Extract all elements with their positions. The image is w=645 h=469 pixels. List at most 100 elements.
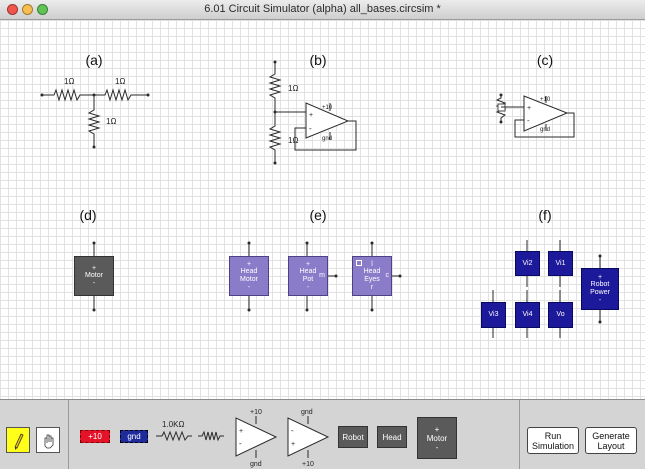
generate-layout-line2: Layout — [597, 440, 625, 451]
wire-a-vertical[interactable] — [87, 95, 101, 147]
window-title: 6.01 Circuit Simulator (alpha) all_bases… — [204, 3, 441, 15]
wires-layer: 1Ω 1Ω 1Ω 1Ω 1Ω +10 gnd + - +10 gnd + - — [40, 60, 602, 338]
head-pot-line2: Pot — [302, 276, 314, 283]
robot-part[interactable]: Robot — [338, 426, 368, 448]
resistor-b-bottom-label: 1Ω — [288, 136, 298, 145]
vo-block[interactable]: Vo — [548, 302, 573, 328]
opamp-b-minus: - — [309, 124, 312, 133]
toolbar-parts-art: 1.0KΩ +10 gnd + - gnd +10 - + — [156, 409, 330, 468]
section-d-label: (d) — [79, 207, 97, 223]
head-part[interactable]: Head — [377, 426, 407, 448]
section-a-label: (a) — [85, 52, 103, 68]
opamp1-top-label: +10 — [250, 409, 262, 416]
opamp-c-plus: + — [527, 105, 531, 112]
minimize-button[interactable] — [22, 4, 33, 15]
vi3-label: Vi3 — [488, 311, 499, 318]
head-eyes-bottom-label: r — [370, 284, 374, 291]
motor-part-plus: + — [434, 424, 440, 434]
circuit-canvas[interactable]: 1Ω 1Ω 1Ω 1Ω 1Ω +10 gnd + - +10 gnd + - (… — [0, 20, 645, 400]
opamp-b-top-label: +10 — [322, 105, 333, 111]
wire-b-bottom[interactable] — [268, 112, 282, 163]
resistor-a-down-label: 1Ω — [106, 117, 116, 126]
opamp2-plus: + — [291, 441, 295, 448]
section-f-label: (f) — [538, 207, 552, 223]
potentiometer-part[interactable] — [198, 430, 224, 442]
head-pot-line1: Head — [299, 268, 317, 275]
head-eyes-block[interactable]: l Head Eyes r c — [352, 256, 392, 296]
head-eyes-select-box[interactable] — [356, 260, 362, 266]
hand-icon — [44, 434, 54, 449]
robot-power-block[interactable]: + Robot Power - — [581, 268, 619, 310]
hand-tool-button[interactable] — [36, 427, 60, 453]
opamp-part-1[interactable] — [235, 417, 278, 457]
opamp-c-bottom-label: gnd — [540, 127, 550, 133]
wire-b-top[interactable] — [268, 62, 306, 113]
pencil-tool-button[interactable] — [6, 427, 30, 453]
vi2-block[interactable]: Vi2 — [515, 251, 540, 276]
pencil-icon — [14, 433, 24, 450]
opamp-b[interactable] — [305, 102, 350, 139]
head-pot-plus: + — [305, 261, 311, 268]
ground-label: gnd — [127, 432, 141, 441]
head-pot-minus: - — [306, 284, 310, 291]
opamp-c-minus: - — [527, 116, 530, 125]
generate-layout-line1: Generate — [592, 430, 630, 441]
head-motor-minus: - — [247, 284, 251, 291]
positive-supply-label: +10 — [88, 432, 102, 441]
head-motor-plus: + — [246, 261, 252, 268]
section-e-label: (e) — [309, 207, 327, 223]
head-part-label: Head — [382, 432, 402, 442]
positive-supply-part[interactable]: +10 — [80, 430, 110, 443]
vi4-label: Vi4 — [522, 311, 533, 318]
resistor-a-right-label: 1Ω — [115, 77, 125, 86]
head-eyes-line2: Eyes — [364, 276, 380, 283]
opamp-c-top-label: +10 — [540, 97, 551, 103]
opamp1-plus: + — [239, 428, 243, 435]
junction-dots — [40, 60, 602, 324]
section-b-label: (b) — [309, 52, 327, 68]
generate-layout-button[interactable]: Generate Layout — [585, 427, 637, 454]
parts-toolbar: +10 gnd 1.0KΩ +10 gnd + - gnd — [0, 400, 645, 469]
opamp1-bottom-label: gnd — [250, 461, 262, 468]
vi3-block[interactable]: Vi3 — [481, 302, 506, 328]
motor-part[interactable]: + Motor - — [417, 417, 457, 459]
ground-part[interactable]: gnd — [120, 430, 148, 443]
head-pot-block[interactable]: + Head Pot - m — [288, 256, 328, 296]
vi4-block[interactable]: Vi4 — [515, 302, 540, 328]
vo-label: Vo — [556, 311, 565, 318]
motor-part-label: Motor — [426, 433, 448, 443]
zoom-button[interactable] — [37, 4, 48, 15]
opamp2-bottom-label: +10 — [302, 461, 314, 468]
opamp2-top-label: gnd — [301, 409, 313, 416]
resistor-b-top-label: 1Ω — [288, 84, 298, 93]
toolbar-divider-right — [519, 400, 520, 469]
robot-power-plus: + — [597, 274, 603, 281]
robot-power-minus: - — [598, 297, 602, 304]
wire-b-feedback[interactable] — [294, 120, 357, 151]
close-button[interactable] — [7, 4, 18, 15]
resistor-part-label: 1.0KΩ — [162, 420, 184, 429]
head-motor-line2: Motor — [240, 276, 258, 283]
motor-plus: + — [91, 265, 97, 272]
opamp-part-2[interactable] — [287, 417, 330, 457]
opamp2-minus: - — [291, 426, 294, 435]
run-simulation-button[interactable]: Run Simulation — [527, 427, 579, 454]
robot-part-label: Robot — [342, 432, 364, 442]
head-motor-block[interactable]: + Head Motor - — [229, 256, 269, 296]
vi1-block[interactable]: Vi1 — [548, 251, 573, 276]
title-bar: 6.01 Circuit Simulator (alpha) all_bases… — [0, 0, 645, 20]
motor-block[interactable]: + Motor - — [74, 256, 114, 296]
head-eyes-top-label: l — [371, 261, 373, 268]
head-eyes-line1: Head — [363, 268, 381, 275]
opamp-c[interactable] — [523, 95, 569, 132]
vi1-label: Vi1 — [555, 259, 566, 267]
head-eyes-side-label: c — [385, 272, 390, 279]
vi2-label: Vi2 — [522, 259, 533, 267]
motor-part-minus: - — [435, 442, 439, 452]
resistor-a-left-label: 1Ω — [64, 77, 74, 86]
opamp1-minus: - — [239, 439, 242, 448]
robot-power-line1: Robot — [590, 281, 610, 288]
wire-c-feedback[interactable] — [514, 112, 575, 138]
resistor-part[interactable] — [156, 430, 192, 442]
